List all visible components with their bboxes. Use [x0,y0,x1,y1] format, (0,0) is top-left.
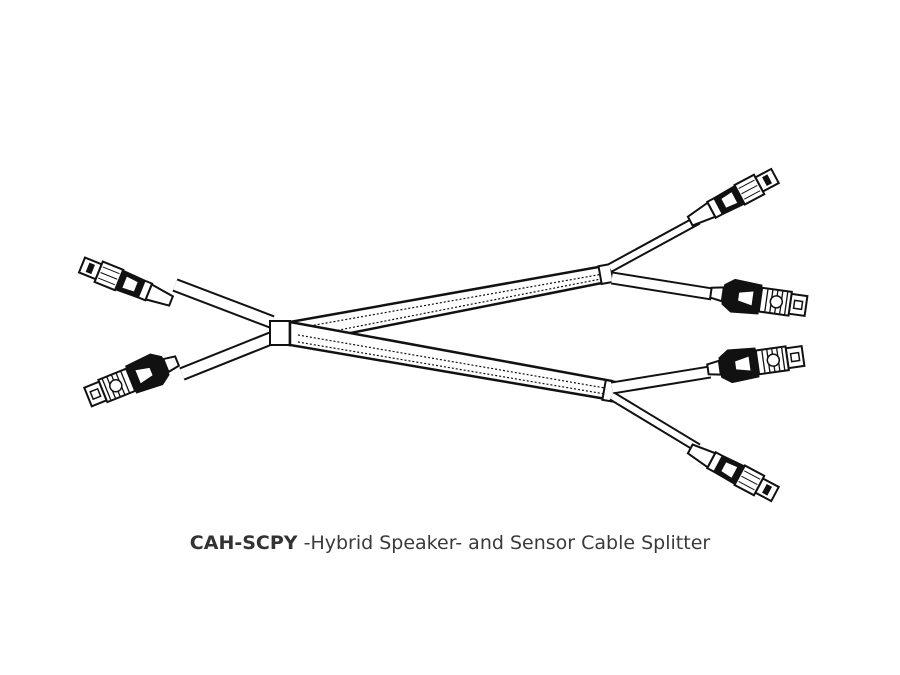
rj45-connector-icon [76,253,177,313]
product-description: -Hybrid Speaker- and Sensor Cable Splitt… [297,532,711,554]
speakon-connector-icon [707,274,810,324]
rj45-connector-icon [684,165,782,232]
speakon-connector-icon [80,344,185,414]
speakon-connector-icon [704,338,807,388]
splitter-junction-left [269,320,291,346]
braided-branch-lower [288,320,614,402]
rj45-connector-icon [684,438,782,505]
product-caption: CAH-SCPY -Hybrid Speaker- and Sensor Cab… [0,532,900,554]
splitter-junction-upper-right [597,262,615,286]
model-number: CAH-SCPY [189,532,298,554]
